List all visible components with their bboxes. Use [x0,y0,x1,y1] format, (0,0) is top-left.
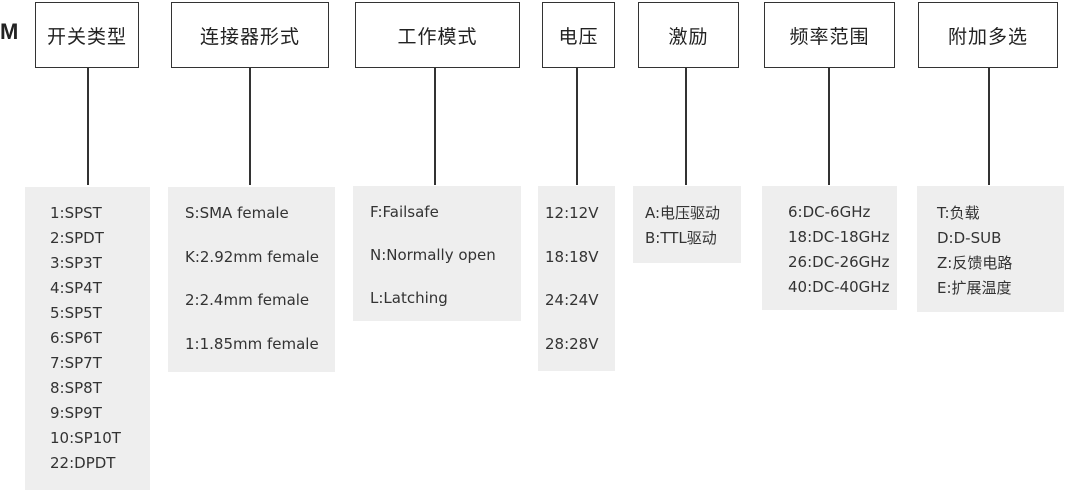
connector-line-connector-type [249,68,251,185]
option-item: T:负载 [937,204,980,222]
options-excitation: A:电压驱动 B:TTL驱动 [633,186,741,263]
header-excitation: 激励 [638,2,739,68]
option-item: 7:SP7T [50,354,102,372]
option-item: B:TTL驱动 [645,229,717,247]
connector-line-additional-options [988,68,990,185]
options-additional-options: T:负载 D:D-SUB Z:反馈电路 E:扩展温度 [917,186,1064,312]
option-item: 22:DPDT [50,454,116,472]
connector-line-frequency-range [828,68,830,185]
option-item: 6:DC-6GHz [788,203,871,221]
option-item: 5:SP5T [50,304,102,322]
header-operating-mode: 工作模式 [355,2,520,68]
header-frequency-range: 频率范围 [764,2,895,68]
option-item: 40:DC-40GHz [788,278,890,296]
option-item: 24:24V [545,291,599,309]
option-item: E:扩展温度 [937,279,1012,297]
option-item: 10:SP10T [50,429,121,447]
option-item: S:SMA female [185,204,289,222]
options-frequency-range: 6:DC-6GHz 18:DC-18GHz 26:DC-26GHz 40:DC-… [762,186,897,310]
header-connector-type: 连接器形式 [171,2,329,68]
header-voltage: 电压 [542,2,615,68]
option-item: D:D-SUB [937,229,1002,247]
option-item: K:2.92mm female [185,247,319,266]
option-item: 2:2.4mm female [185,291,310,309]
options-connector-type: S:SMA female K:2.92mm female 2:2.4mm fem… [168,187,335,372]
option-item: 2:SPDT [50,229,104,247]
option-item: 8:SP8T [50,379,102,397]
option-item: F:Failsafe [370,203,439,221]
header-switch-type: 开关类型 [35,2,139,68]
option-item: 28:28V [545,334,599,353]
option-item: 1:1.85mm female [185,334,319,353]
options-voltage: 12:12V 18:18V 24:24V 28:28V [538,186,615,371]
option-item: 4:SP4T [50,279,102,297]
option-item: 18:DC-18GHz [788,228,890,246]
option-item: 9:SP9T [50,404,102,422]
option-item: 18:18V [545,247,599,266]
connector-line-voltage [576,68,578,185]
option-item: L:Latching [370,289,448,307]
model-prefix: M [0,19,19,44]
header-additional-options: 附加多选 [918,2,1058,68]
option-item: N:Normally open [370,246,496,264]
options-operating-mode: F:Failsafe N:Normally open L:Latching [353,186,521,321]
option-item: 1:SPST [50,204,102,222]
connector-line-switch-type [87,68,89,185]
option-item: Z:反馈电路 [937,254,1013,272]
connector-line-operating-mode [434,68,436,185]
option-item: A:电压驱动 [645,204,721,222]
options-switch-type: 1:SPST 2:SPDT 3:SP3T 4:SP4T 5:SP5T 6:SP6… [25,187,150,490]
option-item: 3:SP3T [50,254,102,272]
option-item: 12:12V [545,204,599,222]
option-item: 6:SP6T [50,329,102,347]
connector-line-excitation [685,68,687,185]
option-item: 26:DC-26GHz [788,253,890,271]
